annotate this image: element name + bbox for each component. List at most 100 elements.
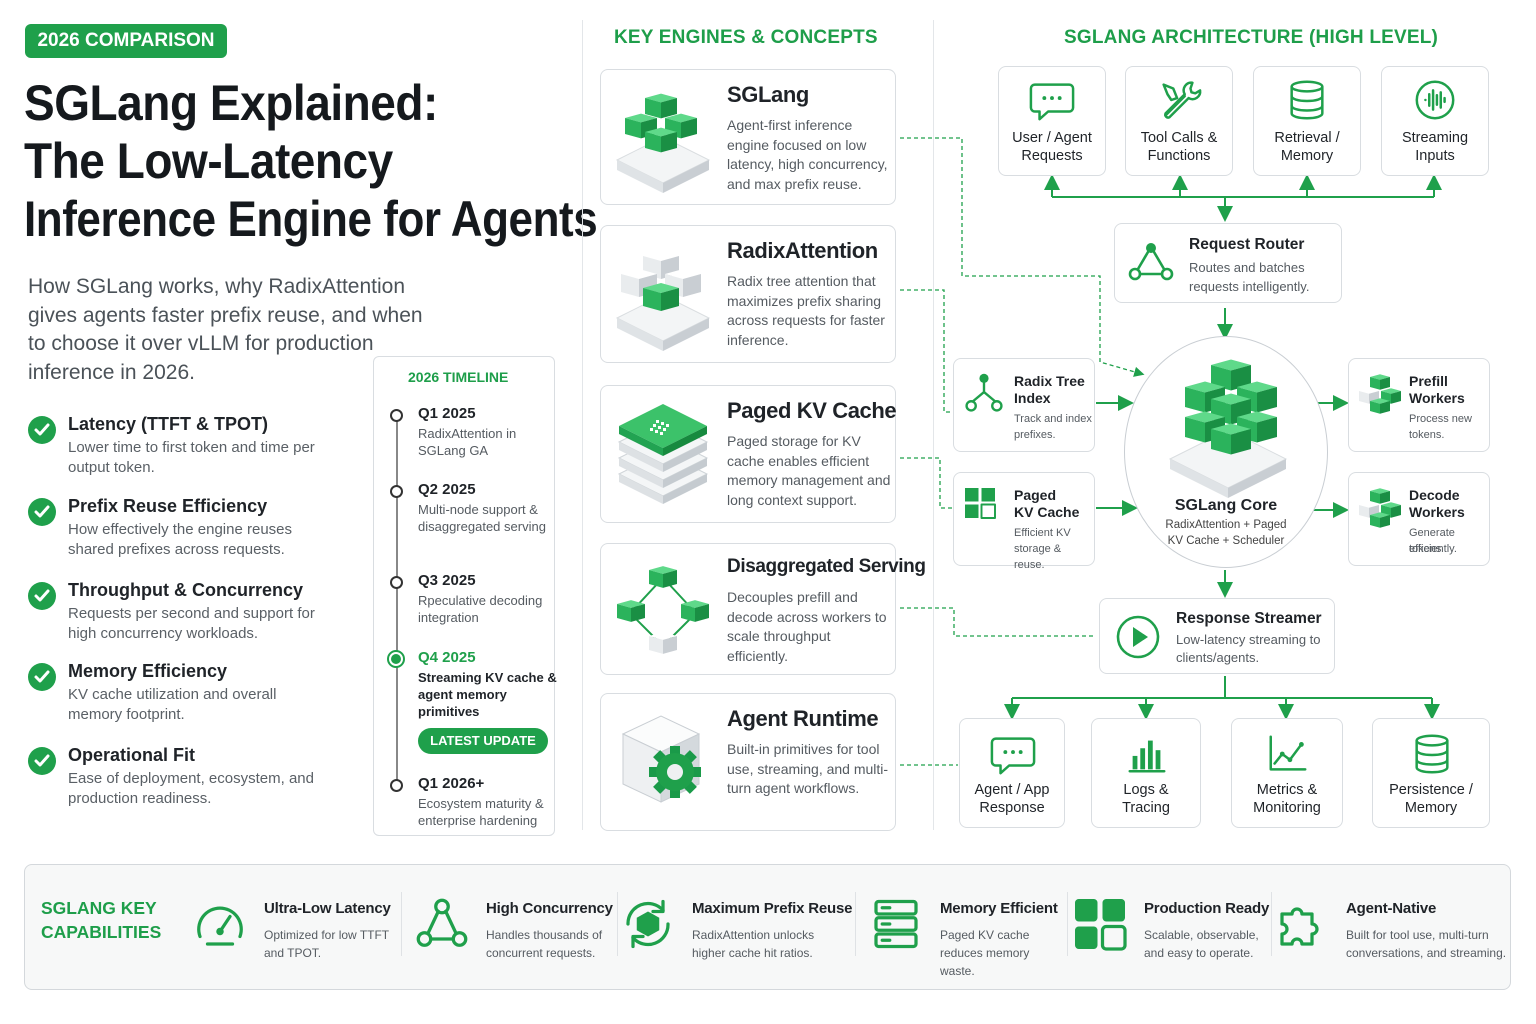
timeline-text: Streaming KV cache & agent memory primit… bbox=[418, 670, 557, 719]
criteria-title: Throughput & Concurrency bbox=[68, 580, 303, 600]
radix-cubes-icon bbox=[613, 236, 713, 351]
engine-name: Agent Runtime bbox=[727, 706, 879, 731]
waveform-icon bbox=[1412, 77, 1458, 128]
timeline-dot-fill bbox=[391, 654, 401, 664]
timeline-text: Rpeculative decoding integration bbox=[418, 593, 543, 625]
criteria-title: Operational Fit bbox=[68, 745, 196, 765]
criteria-desc: KV cache utilization and overall memory … bbox=[68, 686, 277, 723]
check-icon bbox=[28, 582, 56, 610]
check-icon bbox=[28, 663, 56, 691]
capabilities-panel bbox=[24, 864, 1511, 990]
timeline-dot bbox=[390, 576, 403, 589]
side-box-title-1: Radix Tree bbox=[1014, 373, 1085, 389]
check-icon bbox=[28, 498, 56, 526]
side-box-title-2: Index bbox=[1014, 390, 1051, 406]
capability-title: Agent-Native bbox=[1346, 900, 1437, 917]
side-box-title-2: Workers bbox=[1409, 390, 1465, 406]
engine-desc: Decouples prefill and decode across work… bbox=[727, 589, 887, 664]
database-icon bbox=[1284, 77, 1330, 128]
pages-icon bbox=[962, 485, 998, 526]
arch-output-line-2: Memory bbox=[1404, 800, 1458, 816]
title-line-2: The Low-Latency bbox=[24, 133, 393, 189]
comparison-badge: 2026 COMPARISON bbox=[25, 24, 227, 58]
capabilities-title-line-1: SGLANG KEY bbox=[41, 898, 157, 918]
cubes-icon bbox=[1357, 485, 1403, 536]
criteria-desc: Lower time to first token and time per o… bbox=[68, 439, 315, 476]
capability-desc: Scalable, observable, and easy to operat… bbox=[1144, 928, 1259, 960]
timeline-item: Q1 2026+ Ecosystem maturity & enterprise … bbox=[418, 775, 558, 829]
engine-name: RadixAttention bbox=[727, 238, 878, 263]
engine-desc: Radix tree attention that maximizes pref… bbox=[727, 273, 885, 348]
tools-icon bbox=[1156, 77, 1202, 128]
timeline-quarter: Q2 2025 bbox=[418, 481, 476, 498]
arch-input-box: Retrieval /Memory bbox=[1253, 66, 1361, 176]
engine-desc: Built-in primitives for tool use, stream… bbox=[727, 741, 889, 796]
capability-title: Ultra-Low Latency bbox=[264, 900, 391, 917]
arch-input-line-2: Inputs bbox=[1415, 148, 1455, 164]
timeline-title: 2026 TIMELINE bbox=[408, 369, 509, 385]
criteria-title: Latency (TTFT & TPOT) bbox=[68, 414, 268, 434]
arch-output-box: Persistence /Memory bbox=[1372, 718, 1490, 828]
timeline-quarter: Q1 2026+ bbox=[418, 775, 485, 792]
timeline-text: RadixAttention in SGLang GA bbox=[418, 426, 517, 458]
side-box-title-2: Workers bbox=[1409, 504, 1465, 520]
criteria-title: Memory Efficiency bbox=[68, 661, 228, 681]
router-icon bbox=[1127, 238, 1175, 291]
arch-output-line-1: Agent / App bbox=[974, 782, 1050, 798]
side-box-desc-1: Generate tokens bbox=[1409, 527, 1455, 555]
arch-output-line-1: Metrics & bbox=[1256, 782, 1318, 798]
capability-desc: Paged KV cache reduces memory waste. bbox=[940, 928, 1030, 978]
criteria-item: Latency (TTFT & TPOT) Lower time to first… bbox=[28, 414, 328, 484]
engine-name: Disaggregated Serving bbox=[727, 556, 926, 577]
arch-input-box: Tool Calls &Functions bbox=[1125, 66, 1233, 176]
engine-name: Paged KV Cache bbox=[727, 398, 897, 423]
cycle-cube-icon bbox=[618, 894, 678, 959]
side-box-title-2: KV Cache bbox=[1014, 504, 1080, 520]
arch-input-line-2: Memory bbox=[1280, 148, 1334, 164]
chat-icon bbox=[1029, 77, 1075, 128]
side-box-title-1: Prefill bbox=[1409, 373, 1448, 389]
title-line-3: Inference Engine for Agents bbox=[24, 191, 598, 247]
timeline-line bbox=[396, 412, 398, 782]
core-desc-1: RadixAttention + Paged bbox=[1165, 519, 1287, 531]
paged-cache-icon bbox=[613, 396, 713, 506]
capability-divider bbox=[1067, 892, 1068, 956]
title-line-1: SGLang Explained: bbox=[24, 75, 438, 131]
capability-title: High Concurrency bbox=[486, 900, 613, 917]
side-box-desc-2: storage & reuse. bbox=[1014, 543, 1062, 571]
criteria-desc: How effectively the engine reuses shared… bbox=[68, 521, 293, 558]
criteria-desc: Requests per second and support for high… bbox=[68, 605, 315, 642]
timeline-text: Ecosystem maturity & enterprise hardenin… bbox=[418, 796, 544, 828]
criteria-title: Prefix Reuse Efficiency bbox=[68, 496, 268, 516]
arch-input-line-1: Tool Calls & bbox=[1140, 130, 1218, 146]
arch-output-label: Persistence /Memory bbox=[1373, 781, 1489, 817]
router-desc: Routes and batches requests intelligentl… bbox=[1189, 260, 1310, 294]
play-icon bbox=[1114, 613, 1162, 666]
capability-divider bbox=[855, 892, 856, 956]
gauge-icon bbox=[190, 894, 250, 959]
tree-icon bbox=[962, 371, 1006, 420]
puzzle-icon bbox=[1272, 894, 1332, 959]
arch-output-line-2: Monitoring bbox=[1253, 800, 1321, 816]
timeline-text: Multi-node support & disaggregated servi… bbox=[418, 502, 546, 534]
separator-2 bbox=[933, 20, 934, 830]
engine-name: SGLang bbox=[727, 82, 809, 107]
router-title: Request Router bbox=[1189, 236, 1305, 253]
timeline-dot bbox=[390, 409, 403, 422]
arch-output-label: Metrics & Monitoring bbox=[1232, 781, 1342, 817]
timeline-dot bbox=[390, 485, 403, 498]
side-box-desc-1: Track and index bbox=[1014, 413, 1092, 425]
cubes-icon bbox=[1357, 371, 1403, 422]
